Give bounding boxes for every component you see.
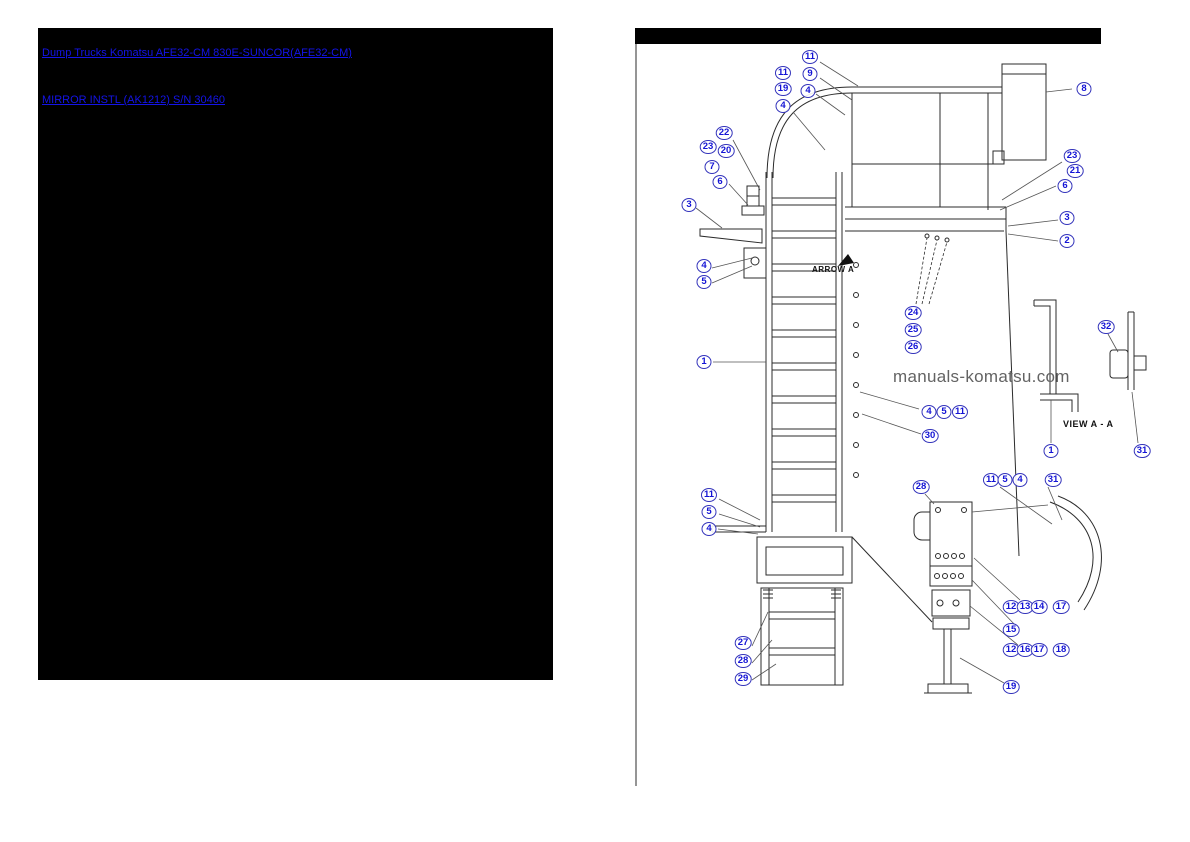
navigation-panel: Dump Trucks Komatsu AFE32-CM 830E-SUNCOR… [38,28,553,680]
part-callout-14[interactable]: 14 [1030,600,1048,614]
view-a-a-label: VIEW A - A [1063,419,1114,429]
part-callout-8[interactable]: 8 [1076,82,1092,96]
part-callout-21[interactable]: 21 [1066,164,1084,178]
part-callout-17[interactable]: 17 [1030,643,1048,657]
part-callout-30[interactable]: 30 [921,429,939,443]
part-callout-1[interactable]: 1 [696,355,712,369]
part-callout-17[interactable]: 17 [1052,600,1070,614]
arrow-a-label: ARROW A [812,265,855,274]
part-callout-32[interactable]: 32 [1097,320,1115,334]
part-callout-11[interactable]: 11 [774,66,792,80]
part-callout-28[interactable]: 28 [912,480,930,494]
part-callout-3[interactable]: 3 [681,198,697,212]
part-callout-28[interactable]: 28 [734,654,752,668]
part-callout-4[interactable]: 4 [1012,473,1028,487]
part-callout-5[interactable]: 5 [997,473,1013,487]
part-callout-23[interactable]: 23 [699,140,717,154]
part-callout-11[interactable]: 11 [700,488,718,502]
part-callout-22[interactable]: 22 [715,126,733,140]
part-callout-1[interactable]: 1 [1043,444,1059,458]
part-callout-5[interactable]: 5 [936,405,952,419]
part-callout-4[interactable]: 4 [775,99,791,113]
part-callout-4[interactable]: 4 [800,84,816,98]
part-callout-31[interactable]: 31 [1044,473,1062,487]
breadcrumb-section-link[interactable]: MIRROR INSTL (AK1212) S/N 30460 [42,94,225,106]
part-callout-18[interactable]: 18 [1052,643,1070,657]
part-callout-25[interactable]: 25 [904,323,922,337]
part-callout-11[interactable]: 11 [801,50,819,64]
part-callout-5[interactable]: 5 [696,275,712,289]
part-callout-9[interactable]: 9 [802,67,818,81]
part-callout-4[interactable]: 4 [696,259,712,273]
part-callout-7[interactable]: 7 [704,160,720,174]
part-callout-4[interactable]: 4 [701,522,717,536]
part-callout-19[interactable]: 19 [1002,680,1020,694]
diagram-top-bar [635,28,1101,44]
part-callout-26[interactable]: 26 [904,340,922,354]
part-callout-23[interactable]: 23 [1063,149,1081,163]
part-callout-6[interactable]: 6 [1057,179,1073,193]
part-callout-24[interactable]: 24 [904,306,922,320]
part-callout-4[interactable]: 4 [921,405,937,419]
part-callout-3[interactable]: 3 [1059,211,1075,225]
part-callout-11[interactable]: 11 [951,405,969,419]
part-callout-27[interactable]: 27 [734,636,752,650]
part-callout-5[interactable]: 5 [701,505,717,519]
watermark-text: manuals-komatsu.com [893,367,1070,386]
part-callout-15[interactable]: 15 [1002,623,1020,637]
part-callout-6[interactable]: 6 [712,175,728,189]
part-callout-20[interactable]: 20 [717,144,735,158]
part-callout-29[interactable]: 29 [734,672,752,686]
part-callout-31[interactable]: 31 [1133,444,1151,458]
part-callout-2[interactable]: 2 [1059,234,1075,248]
breadcrumb-catalog-link[interactable]: Dump Trucks Komatsu AFE32-CM 830E-SUNCOR… [42,47,352,59]
part-callout-19[interactable]: 19 [774,82,792,96]
